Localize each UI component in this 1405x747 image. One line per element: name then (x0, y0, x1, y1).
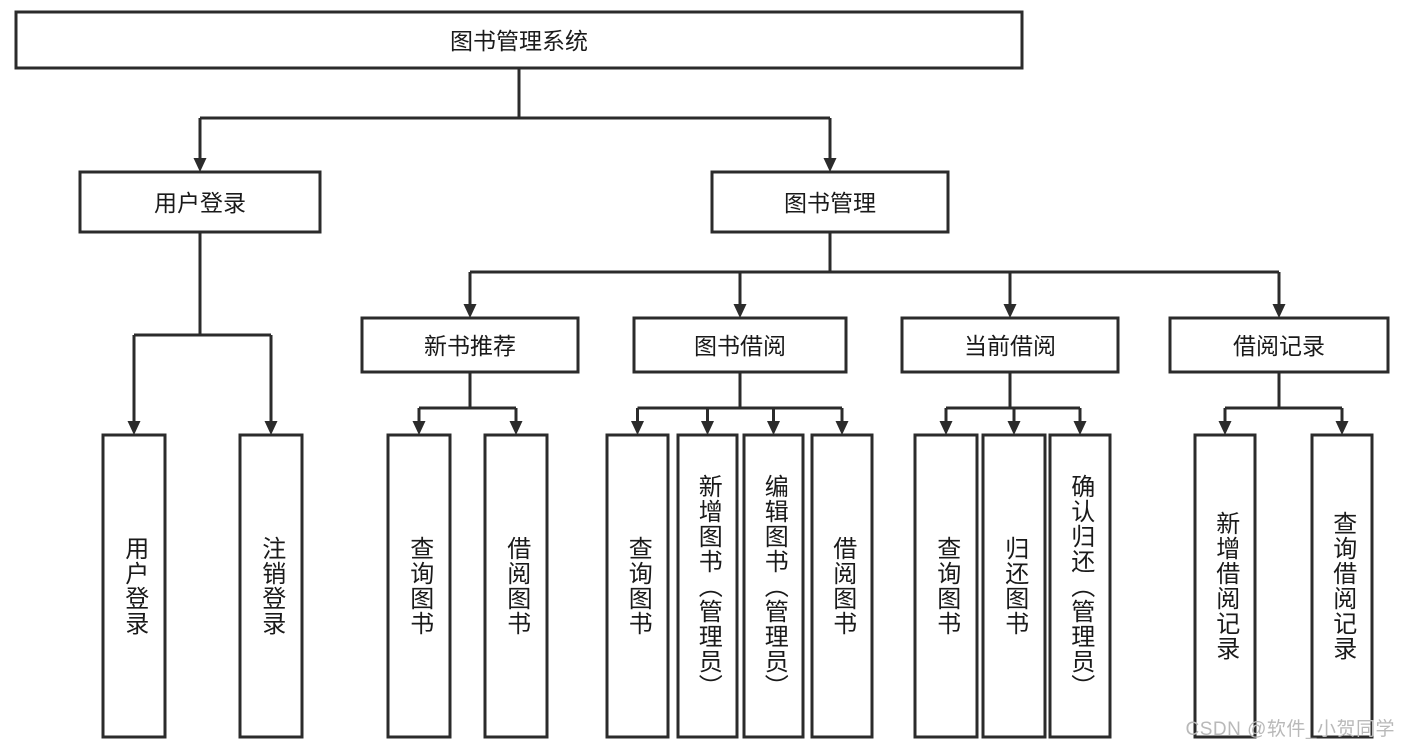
node-box-leaf-confirm-return[interactable] (1048, 433, 1112, 739)
arrow-head-icon (1007, 421, 1021, 435)
node-box-leaf-borrow-book-2[interactable] (810, 433, 874, 739)
node-label-book-borrow: 图书借阅 (694, 333, 786, 359)
node-box-leaf-query-book-1[interactable] (386, 433, 452, 739)
node-box-leaf-borrow-book-1[interactable] (483, 433, 549, 739)
node-label-root: 图书管理系统 (450, 28, 588, 54)
arrow-head-icon (1218, 421, 1232, 435)
node-label-current-borrow: 当前借阅 (964, 333, 1056, 359)
node-box-user-login[interactable] (78, 170, 322, 234)
node-box-leaf-query-book-3[interactable] (913, 433, 979, 739)
arrow-head-icon (835, 421, 849, 435)
node-box-leaf-edit-book[interactable] (742, 433, 805, 739)
node-label-user-login: 用户登录 (154, 190, 246, 216)
arrow-head-icon (412, 421, 426, 435)
arrow-head-icon (631, 421, 644, 435)
node-box-leaf-query-record[interactable] (1310, 433, 1374, 739)
arrow-head-icon (463, 304, 477, 318)
arrow-head-icon (193, 158, 207, 172)
node-label-new-book-rec: 新书推荐 (424, 333, 516, 359)
node-box-leaf-add-book[interactable] (676, 433, 739, 739)
node-box-new-book-rec[interactable] (360, 316, 580, 374)
node-label-book-manage: 图书管理 (784, 190, 876, 216)
node-box-leaf-add-record[interactable] (1193, 433, 1257, 739)
node-box-borrow-record[interactable] (1168, 316, 1390, 374)
arrow-head-icon (264, 421, 278, 435)
node-box-book-borrow[interactable] (632, 316, 848, 374)
arrow-head-icon (1335, 421, 1349, 435)
node-box-leaf-return-book[interactable] (981, 433, 1047, 739)
arrow-head-icon (939, 421, 953, 435)
arrow-head-icon (823, 158, 837, 172)
arrow-head-icon (127, 421, 141, 435)
connector-layer (127, 68, 1349, 435)
node-box-leaf-user-logout[interactable] (238, 433, 304, 739)
arrow-head-icon (767, 421, 780, 435)
node-box-current-borrow[interactable] (900, 316, 1120, 374)
node-box-leaf-user-login[interactable] (101, 433, 167, 739)
node-box-leaf-query-book-2[interactable] (605, 433, 670, 739)
node-box-layer (14, 10, 1390, 739)
node-box-book-manage[interactable] (710, 170, 950, 234)
arrow-head-icon (701, 421, 714, 435)
arrow-head-icon (1272, 304, 1286, 318)
arrow-head-icon (1003, 304, 1017, 318)
arrow-head-icon (1073, 421, 1087, 435)
watermark-text: CSDN @软件_小贺同学 (1185, 719, 1395, 740)
node-box-root[interactable] (14, 10, 1024, 70)
node-label-borrow-record: 借阅记录 (1233, 333, 1325, 359)
arrow-head-icon (509, 421, 523, 435)
arrow-head-icon (733, 304, 747, 318)
